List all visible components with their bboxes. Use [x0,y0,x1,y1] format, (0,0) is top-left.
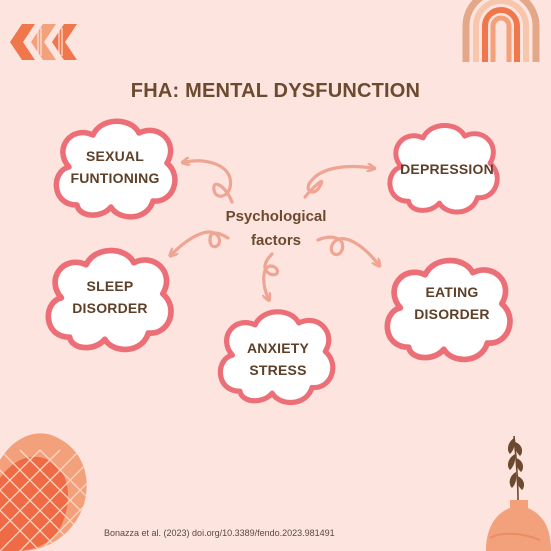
cloud-sleep-disorder [45,247,174,353]
label-line: SEXUAL [86,148,144,164]
label-line: EATING [425,284,479,300]
label-line: DISORDER [414,305,490,322]
cloud-anxiety-stress [217,309,336,405]
citation-text: Bonazza et al. (2023) doi.org/10.3389/fe… [104,528,335,538]
label-depression: DEPRESSION [392,159,502,181]
label-line: STRESS [249,361,307,378]
label-anxiety-stress: ANXIETY STRESS [216,338,340,381]
label-line: ANXIETY [246,340,310,356]
label-eating-disorder: EATING DISORDER [392,282,512,325]
center-label: Psychological factors [211,205,341,253]
center-line-2: factors [250,232,302,249]
arrow-to-depression [303,167,372,199]
cloud-depression [387,122,500,215]
label-sleep-disorder: SLEEP DISORDER [50,276,170,319]
cloud-sexual-funtioning [53,118,178,220]
center-line-1: Psychological [225,208,327,225]
label-line: DISORDER [72,299,148,316]
page-title: FHA: MENTAL DYSFUNCTION [130,80,421,102]
cloud-eating-disorder [384,257,513,363]
label-line: SLEEP [86,278,134,294]
arrow-to-eating-disorder [316,235,378,264]
vase-decoration [486,435,551,551]
label-sexual-funtioning: SEXUAL FUNTIONING [56,146,174,189]
chevron-logo [10,24,77,60]
rainbow-arch [462,0,540,62]
net-blob-decoration [0,433,87,551]
arrow-to-anxiety-stress [264,252,280,298]
label-line: FUNTIONING [70,169,160,186]
label-line: DEPRESSION [400,161,494,177]
arrow-to-sexual-funtioning [185,161,234,204]
arrow-to-sleep-disorder [172,230,230,254]
